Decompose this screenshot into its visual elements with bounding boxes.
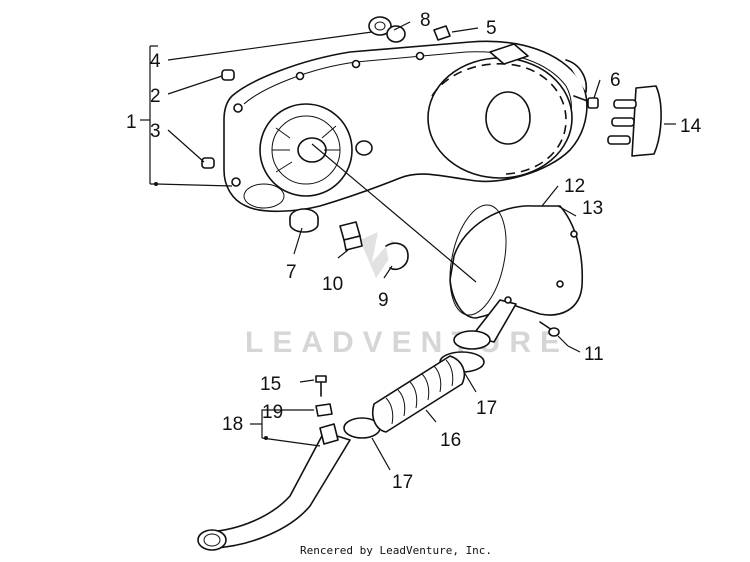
callout-10: 10 bbox=[322, 274, 343, 295]
callout-9: 9 bbox=[378, 290, 389, 311]
callout-15: 15 bbox=[260, 374, 281, 395]
callout-4: 4 bbox=[150, 51, 161, 72]
part-3-pin bbox=[201, 157, 215, 169]
callout-3: 3 bbox=[150, 121, 161, 142]
part-19-nut bbox=[315, 403, 333, 417]
part-10-rubber-block bbox=[339, 221, 363, 251]
callout-18: 18 bbox=[222, 414, 243, 435]
callout-13: 13 bbox=[582, 198, 603, 219]
part-8-oil-seal bbox=[368, 16, 406, 43]
part-16-bellows bbox=[371, 355, 466, 433]
leader-lines bbox=[140, 21, 676, 471]
part-12-13-air-duct bbox=[449, 204, 584, 350]
footer-credit: Rencered by LeadVenture, Inc. bbox=[300, 544, 492, 557]
callout-19: 19 bbox=[262, 402, 283, 423]
callout-1: 1 bbox=[126, 112, 137, 133]
part-11-screw bbox=[539, 321, 560, 337]
watermark-logo-icon bbox=[360, 232, 398, 278]
part-18-intake-tube bbox=[197, 423, 351, 551]
part-7-cap bbox=[289, 208, 319, 233]
callout-12: 12 bbox=[564, 176, 585, 197]
part-1-transmission-cover bbox=[223, 40, 588, 213]
callout-8: 8 bbox=[420, 10, 431, 31]
part-14-connector bbox=[607, 85, 662, 157]
callout-14: 14 bbox=[680, 116, 702, 137]
callout-6: 6 bbox=[610, 70, 621, 91]
part-2-pin bbox=[221, 69, 235, 81]
callout-16: 16 bbox=[440, 430, 461, 451]
callout-17-lower: 17 bbox=[392, 472, 413, 493]
part-9-clip bbox=[385, 242, 409, 271]
callout-7: 7 bbox=[286, 262, 297, 283]
callout-11: 11 bbox=[584, 344, 604, 365]
callout-17-upper: 17 bbox=[476, 398, 497, 419]
callout-2: 2 bbox=[150, 86, 161, 107]
part-5-dowel-pin bbox=[433, 25, 451, 41]
part-15-screw bbox=[315, 375, 327, 397]
watermark: LEADVENTURE bbox=[245, 232, 569, 359]
watermark-text: LEADVENTURE bbox=[245, 326, 569, 359]
part-6-bolt bbox=[573, 95, 599, 109]
callouts: 1 2 3 4 5 6 7 8 9 10 11 12 13 14 15 16 1… bbox=[126, 10, 702, 493]
callout-5: 5 bbox=[486, 18, 497, 39]
